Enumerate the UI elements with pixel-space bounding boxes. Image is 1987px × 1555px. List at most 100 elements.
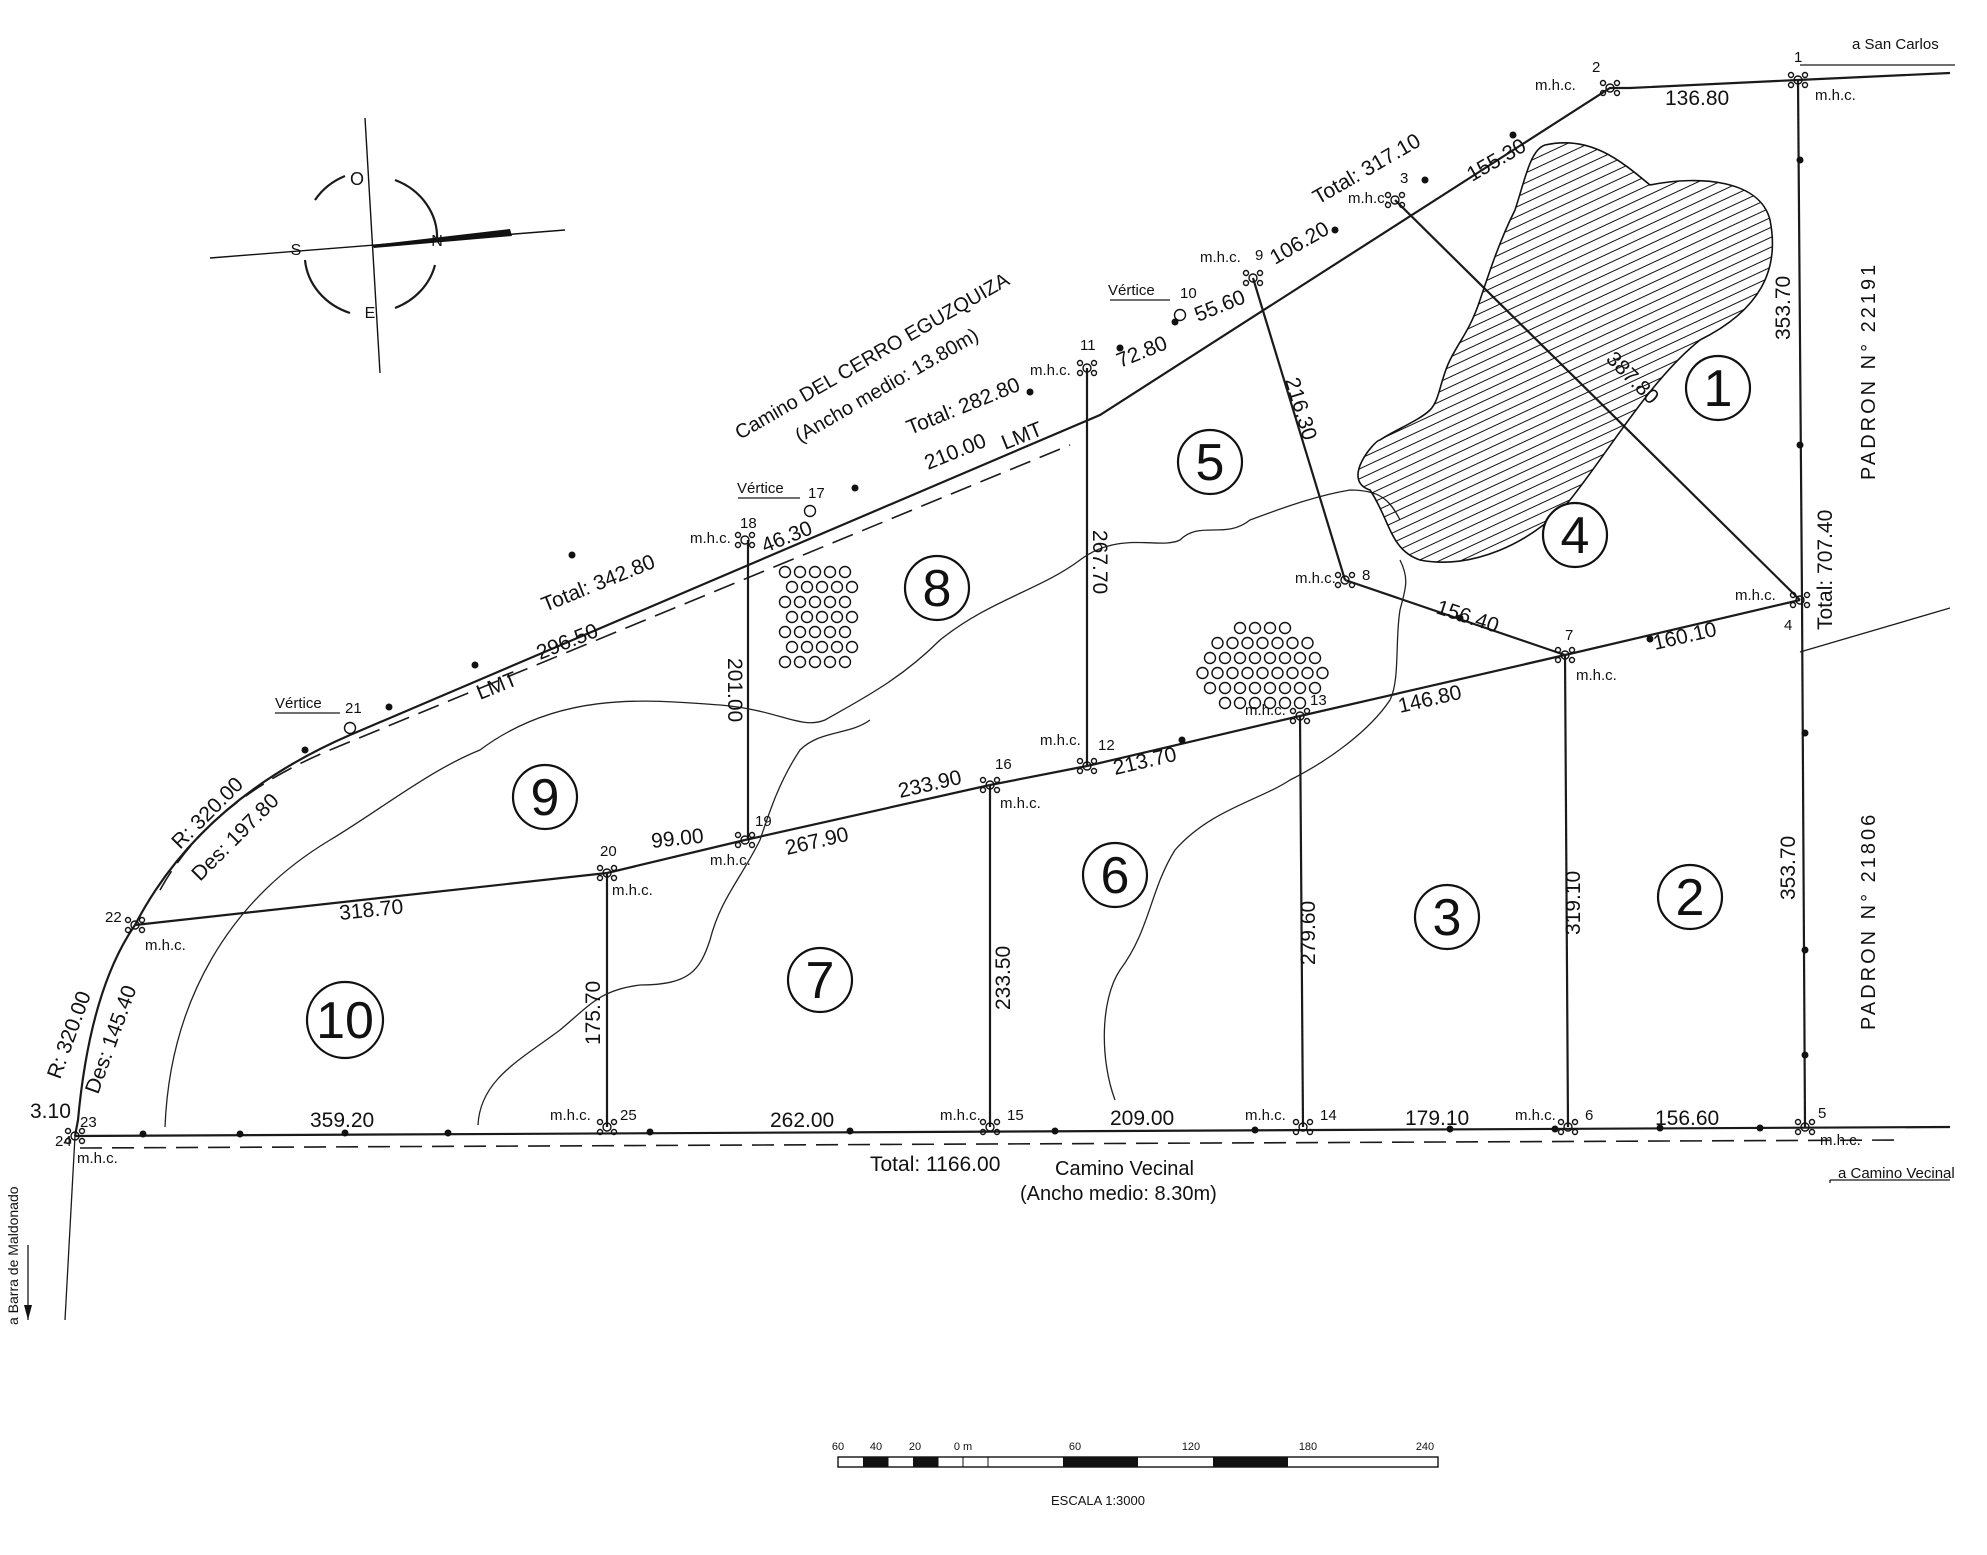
tree-dot	[830, 640, 844, 654]
monument-marker-ring	[1090, 359, 1098, 367]
monument-marker-ring	[1801, 71, 1809, 79]
monument-marker-ring	[124, 916, 132, 924]
svg-text:m.h.c.: m.h.c.	[145, 937, 186, 954]
svg-text:a San Carlos: a San Carlos	[1852, 36, 1939, 53]
svg-text:m.h.c.: m.h.c.	[1576, 667, 1617, 684]
vertex-22: 22	[105, 909, 122, 926]
tree-dot	[823, 655, 837, 669]
svg-text:4: 4	[1561, 507, 1590, 565]
monument-markers	[64, 71, 1816, 1145]
svg-text:a Camino Vecinal: a Camino Vecinal	[1838, 1165, 1955, 1182]
lot-10-label: 10	[305, 980, 385, 1060]
svg-text:6: 6	[1101, 847, 1130, 905]
monument-marker-ring	[610, 864, 618, 872]
svg-text:m.h.c.: m.h.c.	[940, 1107, 981, 1124]
vertex-5: 5	[1818, 1105, 1826, 1122]
monument-marker-ring	[993, 1118, 1001, 1126]
vertice-markers	[275, 299, 1187, 735]
vertex-24: 24	[55, 1133, 72, 1150]
monument-marker-ring	[1076, 757, 1084, 765]
svg-text:Camino Vecinal: Camino Vecinal	[1055, 1158, 1194, 1180]
vertex-11: 11	[1080, 337, 1096, 354]
monument-marker-ring	[138, 916, 146, 924]
svg-text:8: 8	[923, 560, 952, 618]
tree-dot	[1256, 666, 1269, 680]
monument-marker-ring	[596, 1128, 604, 1136]
tree-dot	[1226, 636, 1239, 650]
monument-marker-ring	[596, 874, 604, 882]
monument-marker	[1560, 650, 1570, 660]
monument-marker	[1298, 1122, 1308, 1132]
lot-boundaries	[134, 79, 1807, 1128]
svg-text:m.h.c.: m.h.c.	[690, 530, 731, 547]
monument-marker	[985, 780, 995, 790]
svg-text:3: 3	[1433, 889, 1462, 947]
compass-o-label: O	[350, 169, 364, 189]
monument-marker-ring	[979, 1128, 987, 1136]
monument-marker-ring	[1801, 81, 1809, 89]
monument-marker-ring	[1242, 269, 1250, 277]
monument-marker-ring	[1090, 757, 1098, 765]
monument-marker-ring	[1613, 89, 1621, 97]
svg-text:m.h.c.: m.h.c.	[1200, 249, 1241, 266]
svg-text:m.h.c.: m.h.c.	[77, 1150, 118, 1167]
north-compass-icon: O N S E	[209, 117, 566, 374]
tree-dot	[823, 625, 837, 639]
vertice-labels: Vértice Vértice Vértice	[275, 282, 1155, 712]
tree-dot	[808, 655, 822, 669]
monument-marker-ring	[1794, 1128, 1802, 1136]
lot-8-label: 8	[903, 554, 971, 622]
svg-text:Total: 707.40: Total: 707.40	[1814, 510, 1837, 630]
monument-marker-ring	[596, 864, 604, 872]
vertex-20: 20	[600, 843, 617, 860]
south-road-dashed	[79, 1139, 1901, 1149]
tree-dot	[1271, 666, 1284, 680]
monument-marker	[1793, 75, 1803, 85]
north-road-lmt	[159, 444, 1071, 891]
svg-text:46.30: 46.30	[758, 517, 815, 558]
monument-marker-ring	[596, 1118, 604, 1126]
vertex-17: 17	[808, 485, 825, 502]
svg-text:m.h.c.: m.h.c.	[1245, 702, 1286, 719]
tree-dot	[838, 595, 852, 609]
svg-text:233.90: 233.90	[896, 766, 964, 803]
tree-dot	[1308, 681, 1322, 695]
svg-text:180: 180	[1299, 1441, 1317, 1453]
monument-marker-ring	[1303, 707, 1311, 715]
monument-marker-ring	[610, 874, 618, 882]
tree-dot	[778, 565, 792, 579]
tree-dot	[1196, 666, 1209, 680]
monument-marker-ring	[1306, 1118, 1314, 1126]
monument-marker-ring	[734, 541, 742, 549]
tree-dot	[830, 580, 844, 594]
lot-9-label: 9	[511, 763, 579, 831]
monument-marker	[1795, 595, 1805, 605]
tree-dot	[778, 595, 792, 609]
destination-labels: a San Carlos a Camino Vecinal a Barra de…	[5, 36, 1955, 1325]
terrain-contours	[164, 489, 1407, 1128]
svg-text:156.60: 156.60	[1655, 1107, 1719, 1130]
tree-cluster-lot4	[1196, 621, 1329, 710]
monument-marker	[1605, 83, 1615, 93]
monument-marker-ring	[1613, 79, 1621, 87]
svg-text:m.h.c.: m.h.c.	[710, 852, 751, 869]
svg-text:233.50: 233.50	[992, 946, 1015, 1010]
tree-dot	[1316, 666, 1329, 680]
monument-marker-ring	[1789, 591, 1797, 599]
tree-dot	[845, 640, 859, 654]
tree-dot	[1233, 696, 1247, 710]
monument-marker-ring	[1289, 717, 1297, 725]
svg-text:m.h.c.: m.h.c.	[1815, 87, 1856, 104]
tree-dot	[785, 580, 799, 594]
svg-text:209.00: 209.00	[1110, 1107, 1174, 1130]
tree-dot	[815, 640, 829, 654]
vertex-6: 6	[1585, 1107, 1593, 1124]
monument-marker-ring	[1306, 1128, 1314, 1136]
monument-marker-ring	[1334, 571, 1342, 579]
vertex-1: 1	[1794, 49, 1802, 66]
svg-text:Camino DEL CERRO EGUZQUIZA: Camino DEL CERRO EGUZQUIZA	[732, 269, 1014, 445]
svg-text:10: 10	[316, 992, 374, 1050]
tree-dot	[1263, 621, 1277, 635]
monument-marker-ring	[1090, 369, 1098, 377]
